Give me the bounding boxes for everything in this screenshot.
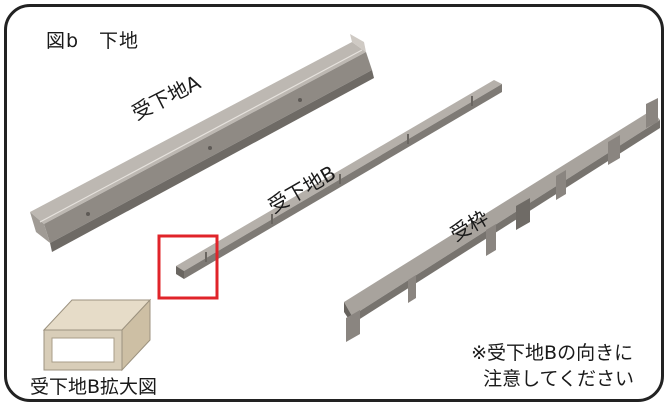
highlight-box: [157, 234, 219, 300]
figure-title: 図b 下地: [46, 30, 140, 52]
frame-rail-shape: [344, 98, 660, 342]
label-enlarged-view: 受下地B拡大図: [30, 376, 158, 398]
enlarged-part-shape: [42, 298, 152, 372]
note-line-1: ※受下地Bの向きに: [471, 342, 634, 364]
note-line-2: 注意してください: [483, 368, 634, 390]
rail-a-shape: [30, 34, 374, 252]
orientation-note: ※受下地Bの向きに 注意してください: [471, 340, 634, 392]
rail-b-shape: [176, 80, 502, 279]
